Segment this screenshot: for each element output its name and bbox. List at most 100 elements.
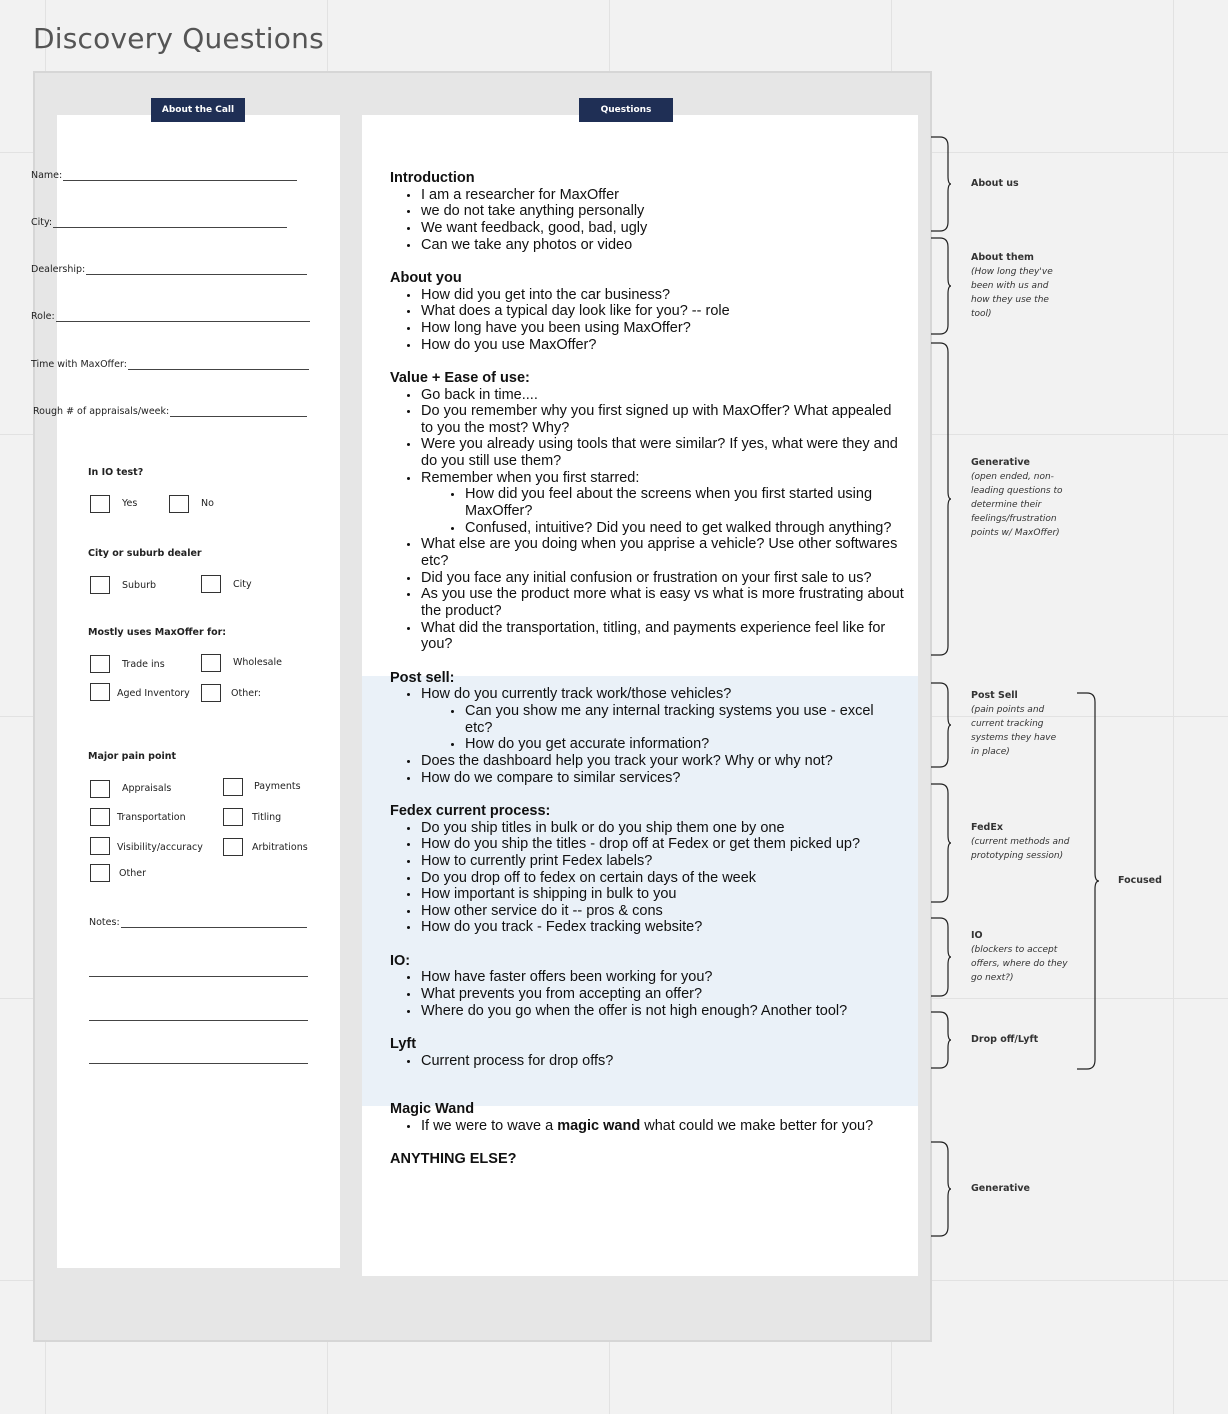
question-emphasis: magic wand (557, 1118, 641, 1134)
section-title: About you (390, 269, 462, 286)
io-yes-label: Yes (122, 498, 138, 509)
suburb-checkbox[interactable] (90, 576, 110, 594)
io-yes-checkbox[interactable] (90, 495, 110, 513)
role-field[interactable]: Role: (31, 308, 310, 322)
section-introduction: Introduction I am a researcher for MaxOf… (390, 170, 905, 253)
time-with-maxoffer-field[interactable]: Time with MaxOffer: (31, 356, 309, 370)
section-fedex: Fedex current process: Do you ship title… (390, 803, 905, 936)
brace-drop-off (931, 1011, 952, 1069)
question-item: How other service do it -- pros & cons (390, 903, 905, 920)
question-item: we do not take anything personally (390, 203, 905, 220)
io-no-checkbox[interactable] (169, 495, 189, 513)
appraisals-label: Appraisals (122, 783, 172, 794)
question-item: How did you get into the car business? (390, 287, 905, 304)
appraisals-per-week-field[interactable]: Rough # of appraisals/week: (33, 403, 307, 417)
section-lyft: Lyft Current process for drop offs? (390, 1036, 905, 1069)
uses-for-label: Mostly uses MaxOffer for: (88, 627, 227, 638)
question-item: How do we compare to similar services? (390, 770, 905, 787)
annotation-generative-end: Generative (971, 1182, 1071, 1196)
dealer-type-label: City or suburb dealer (88, 548, 202, 559)
section-title: ANYTHING ELSE? (390, 1151, 517, 1168)
city-checkbox[interactable] (201, 575, 221, 593)
brace-about-them (931, 237, 952, 335)
annotation-title: About them (971, 252, 1034, 263)
question-subitem: How do you get accurate information? (390, 736, 905, 753)
city-field[interactable]: City: (31, 214, 287, 228)
annotation-focused: Focused (1118, 874, 1198, 888)
notes-field[interactable]: Notes: (89, 914, 307, 928)
brace-focused (1077, 692, 1100, 1070)
other-pain-checkbox[interactable] (90, 864, 110, 882)
question-subitem: Confused, intuitive? Did you need to get… (390, 520, 905, 537)
appraisals-checkbox[interactable] (90, 780, 110, 798)
appraisals-per-week-label: Rough # of appraisals/week: (33, 406, 170, 417)
visibility-accuracy-checkbox[interactable] (90, 837, 110, 855)
about-call-header: About the Call (151, 98, 245, 122)
annotation-title: Focused (1118, 875, 1162, 886)
question-item: How do you use MaxOffer? (390, 337, 905, 354)
annotation-about-them: About them (How long they've been with u… (971, 251, 1061, 321)
role-label: Role: (31, 311, 55, 322)
dealership-field[interactable]: Dealership: (31, 261, 307, 275)
annotation-fedex: FedEx (current methods and prototyping s… (971, 821, 1071, 863)
annotation-post-sell: Post Sell (pain points and current track… (971, 689, 1063, 759)
annotation-description: (current methods and prototyping session… (971, 837, 1070, 861)
titling-label: Titling (252, 812, 282, 823)
questions-header: Questions (579, 98, 673, 122)
notes-line[interactable] (89, 1020, 308, 1021)
name-label: Name: (31, 170, 63, 181)
annotation-title: FedEx (971, 822, 1003, 833)
dealership-label: Dealership: (31, 264, 86, 275)
transportation-label: Transportation (117, 812, 186, 823)
other-use-checkbox[interactable] (201, 684, 221, 702)
question-item: What does a typical day look like for yo… (390, 303, 905, 320)
payments-checkbox[interactable] (223, 778, 243, 796)
titling-checkbox[interactable] (223, 808, 243, 826)
section-title: Post sell: (390, 669, 455, 686)
trade-ins-checkbox[interactable] (90, 655, 110, 673)
question-item: How do you ship the titles - drop off at… (390, 836, 905, 853)
question-item: Current process for drop offs? (390, 1053, 905, 1070)
io-no-label: No (201, 498, 214, 509)
annotation-io: IO (blockers to accept offers, where do … (971, 929, 1071, 985)
annotation-description: (open ended, non-leading questions to de… (971, 472, 1063, 538)
question-item: Do you drop off to fedex on certain days… (390, 870, 905, 887)
focused-section-highlight (362, 676, 918, 1106)
name-field[interactable]: Name: (31, 167, 297, 181)
notes-line[interactable] (89, 1063, 308, 1064)
question-item: How to currently print Fedex labels? (390, 853, 905, 870)
wholesale-label: Wholesale (233, 657, 282, 668)
aged-inventory-label: Aged Inventory (117, 688, 190, 699)
annotation-title: Generative (971, 457, 1030, 468)
brace-fedex (931, 783, 952, 903)
question-subitem: Can you show me any internal tracking sy… (390, 703, 905, 736)
question-item: How do you currently track work/those ve… (390, 686, 905, 703)
transportation-checkbox[interactable] (90, 808, 110, 826)
question-item: As you use the product more what is easy… (390, 586, 905, 619)
question-item: I am a researcher for MaxOffer (390, 187, 905, 204)
wholesale-checkbox[interactable] (201, 654, 221, 672)
question-item: Do you remember why you first signed up … (390, 403, 905, 436)
io-test-label: In IO test? (88, 467, 144, 478)
question-item: What else are you doing when you apprise… (390, 536, 905, 569)
annotation-description: (blockers to accept offers, where do the… (971, 945, 1068, 983)
section-title: Magic Wand (390, 1101, 475, 1118)
aged-inventory-checkbox[interactable] (90, 683, 110, 701)
question-text: If we were to wave a (421, 1118, 558, 1134)
question-item: How have faster offers been working for … (390, 969, 905, 986)
annotation-generative: Generative (open ended, non-leading ques… (971, 456, 1066, 540)
question-item: How do you track - Fedex tracking websit… (390, 919, 905, 936)
notes-line[interactable] (89, 976, 308, 977)
annotation-drop-off-lyft: Drop off/Lyft (971, 1033, 1071, 1047)
question-list: Introduction I am a researcher for MaxOf… (390, 170, 905, 1185)
question-item: We want feedback, good, bad, ugly (390, 220, 905, 237)
section-anything-else: ANYTHING ELSE? (390, 1151, 905, 1168)
suburb-label: Suburb (122, 580, 157, 591)
trade-ins-label: Trade ins (122, 659, 165, 670)
arbitrations-checkbox[interactable] (223, 838, 243, 856)
section-title: Value + Ease of use: (390, 369, 530, 386)
visibility-accuracy-label: Visibility/accuracy (117, 842, 203, 853)
annotation-title: Drop off/Lyft (971, 1034, 1039, 1045)
pain-point-label: Major pain point (88, 751, 177, 762)
question-item: Can we take any photos or video (390, 237, 905, 254)
